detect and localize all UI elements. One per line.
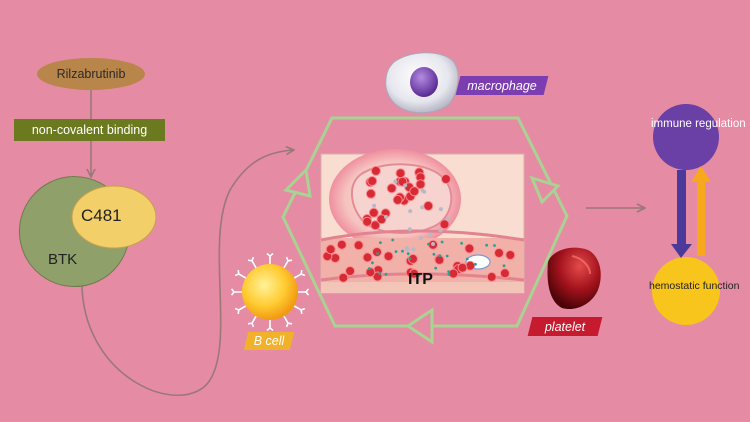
down-arrow-shaft	[677, 170, 686, 246]
down-arrow-head	[671, 244, 692, 258]
macrophage-cell	[385, 52, 459, 114]
platelet-cell	[547, 247, 601, 310]
btk-to-cycle-curve	[81, 150, 293, 396]
immune-regulation-label: immune regulation	[651, 118, 746, 130]
macrophage-label: macrophage	[467, 78, 537, 93]
itp-label: ITP	[408, 271, 433, 288]
itp-red-cells	[322, 165, 516, 283]
cycle-arrow-right-top	[529, 175, 561, 205]
cycle-arrow-bottom	[405, 307, 434, 345]
cycle-arrow-left	[283, 166, 312, 199]
non-covalent-binding-label: non-covalent binding	[14, 119, 165, 141]
macrophage-tag: macrophage	[455, 76, 549, 95]
platelet-label: platelet	[544, 319, 586, 334]
b-cell-label: B cell	[253, 334, 285, 348]
hemostatic-function-circle	[652, 257, 720, 325]
hemostatic-function-label: hemostatic function	[649, 280, 740, 292]
btk-label: BTK	[48, 251, 78, 268]
c481-label: C481	[81, 206, 122, 225]
up-arrow-head	[691, 166, 711, 182]
immune-regulation-circle	[653, 104, 719, 170]
platelet-tag: platelet	[527, 317, 603, 336]
b-cell	[230, 252, 310, 332]
rilzabrutinib-label: Rilzabrutinib	[37, 58, 145, 90]
b-cell-tag: B cell	[243, 332, 295, 350]
c481-site	[71, 185, 157, 249]
up-arrow-shaft	[697, 180, 705, 256]
cycle-hexagon	[281, 116, 569, 328]
